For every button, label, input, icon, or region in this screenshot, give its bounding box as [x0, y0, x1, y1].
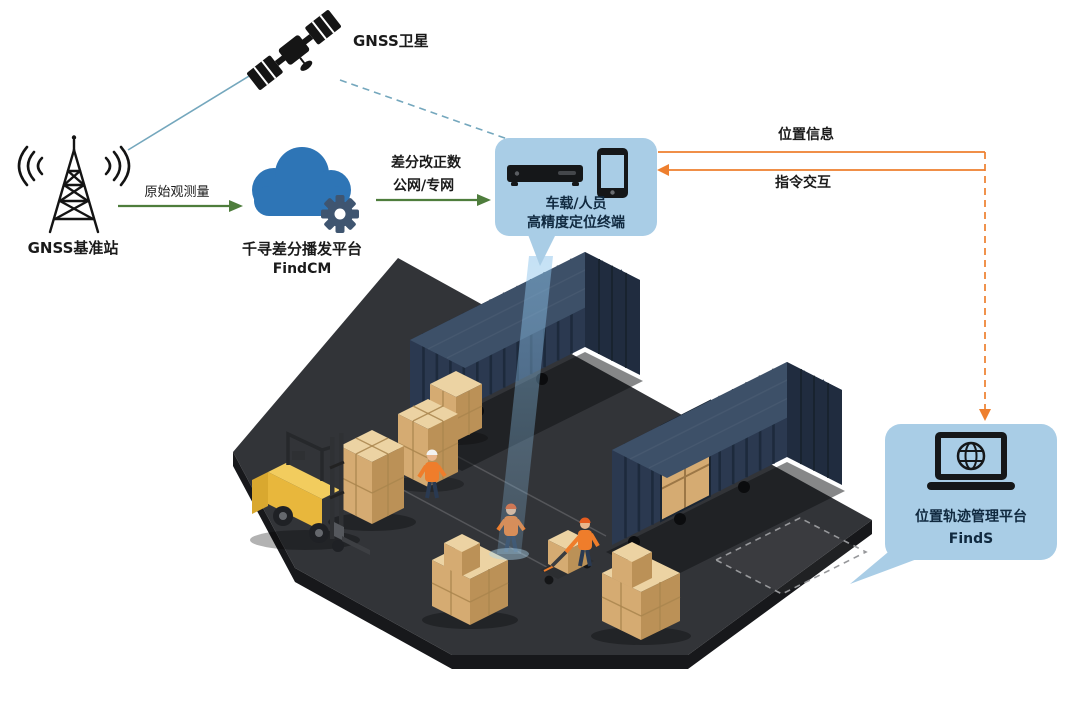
position-info-label: 位置信息	[778, 127, 834, 143]
box-cluster	[591, 542, 691, 645]
corrections-label-line1: 差分改正数	[391, 155, 461, 171]
cloud-gear-icon	[252, 147, 359, 233]
container-open	[606, 362, 845, 581]
parking-area-dashed	[714, 517, 868, 595]
raw-observation-label: 原始观测量	[144, 185, 210, 200]
raw-observation-arrow	[118, 200, 243, 212]
pallet-stack	[392, 399, 464, 492]
box-cluster	[422, 534, 518, 629]
terminal-panel	[495, 138, 657, 266]
smartphone-icon	[597, 148, 628, 198]
corrections-label-line2: 公网/专网	[393, 178, 455, 194]
track-platform-product: FindS	[948, 531, 994, 547]
pallet-stack	[328, 430, 416, 531]
connector-lines	[118, 61, 991, 421]
warehouse-scene	[233, 252, 872, 669]
dvr-receiver-icon	[507, 165, 583, 186]
satellite-label: GNSS卫星	[353, 32, 429, 50]
finds-panel	[850, 424, 1057, 584]
cloud-platform-name: 千寻差分播发平台	[241, 240, 363, 258]
radio-tower-icon	[17, 135, 131, 234]
satellite-terminal-line	[339, 79, 517, 143]
forklift	[250, 431, 370, 555]
terminal-label-line1: 车载/人员	[545, 196, 607, 212]
satellite-basestation-line	[127, 61, 273, 151]
base-station-label: GNSS基准站	[27, 239, 119, 257]
laptop-globe-icon	[927, 432, 1015, 490]
corrections-arrow	[376, 194, 491, 206]
track-platform-name: 位置轨迹管理平台	[915, 509, 1027, 525]
satellite-icon	[247, 10, 341, 90]
worker	[417, 449, 447, 499]
terminal-label-line2: 高精度定位终端	[527, 215, 625, 231]
worker	[564, 517, 600, 567]
cloud-platform-product: FindCM	[272, 261, 332, 277]
positioning-beam	[489, 256, 553, 560]
signal-waves-icon	[17, 145, 131, 187]
command-interaction-label: 指令交互	[775, 175, 831, 191]
position-info-line	[658, 151, 991, 421]
gear-icon	[321, 195, 359, 233]
command-interaction-line	[657, 164, 985, 176]
